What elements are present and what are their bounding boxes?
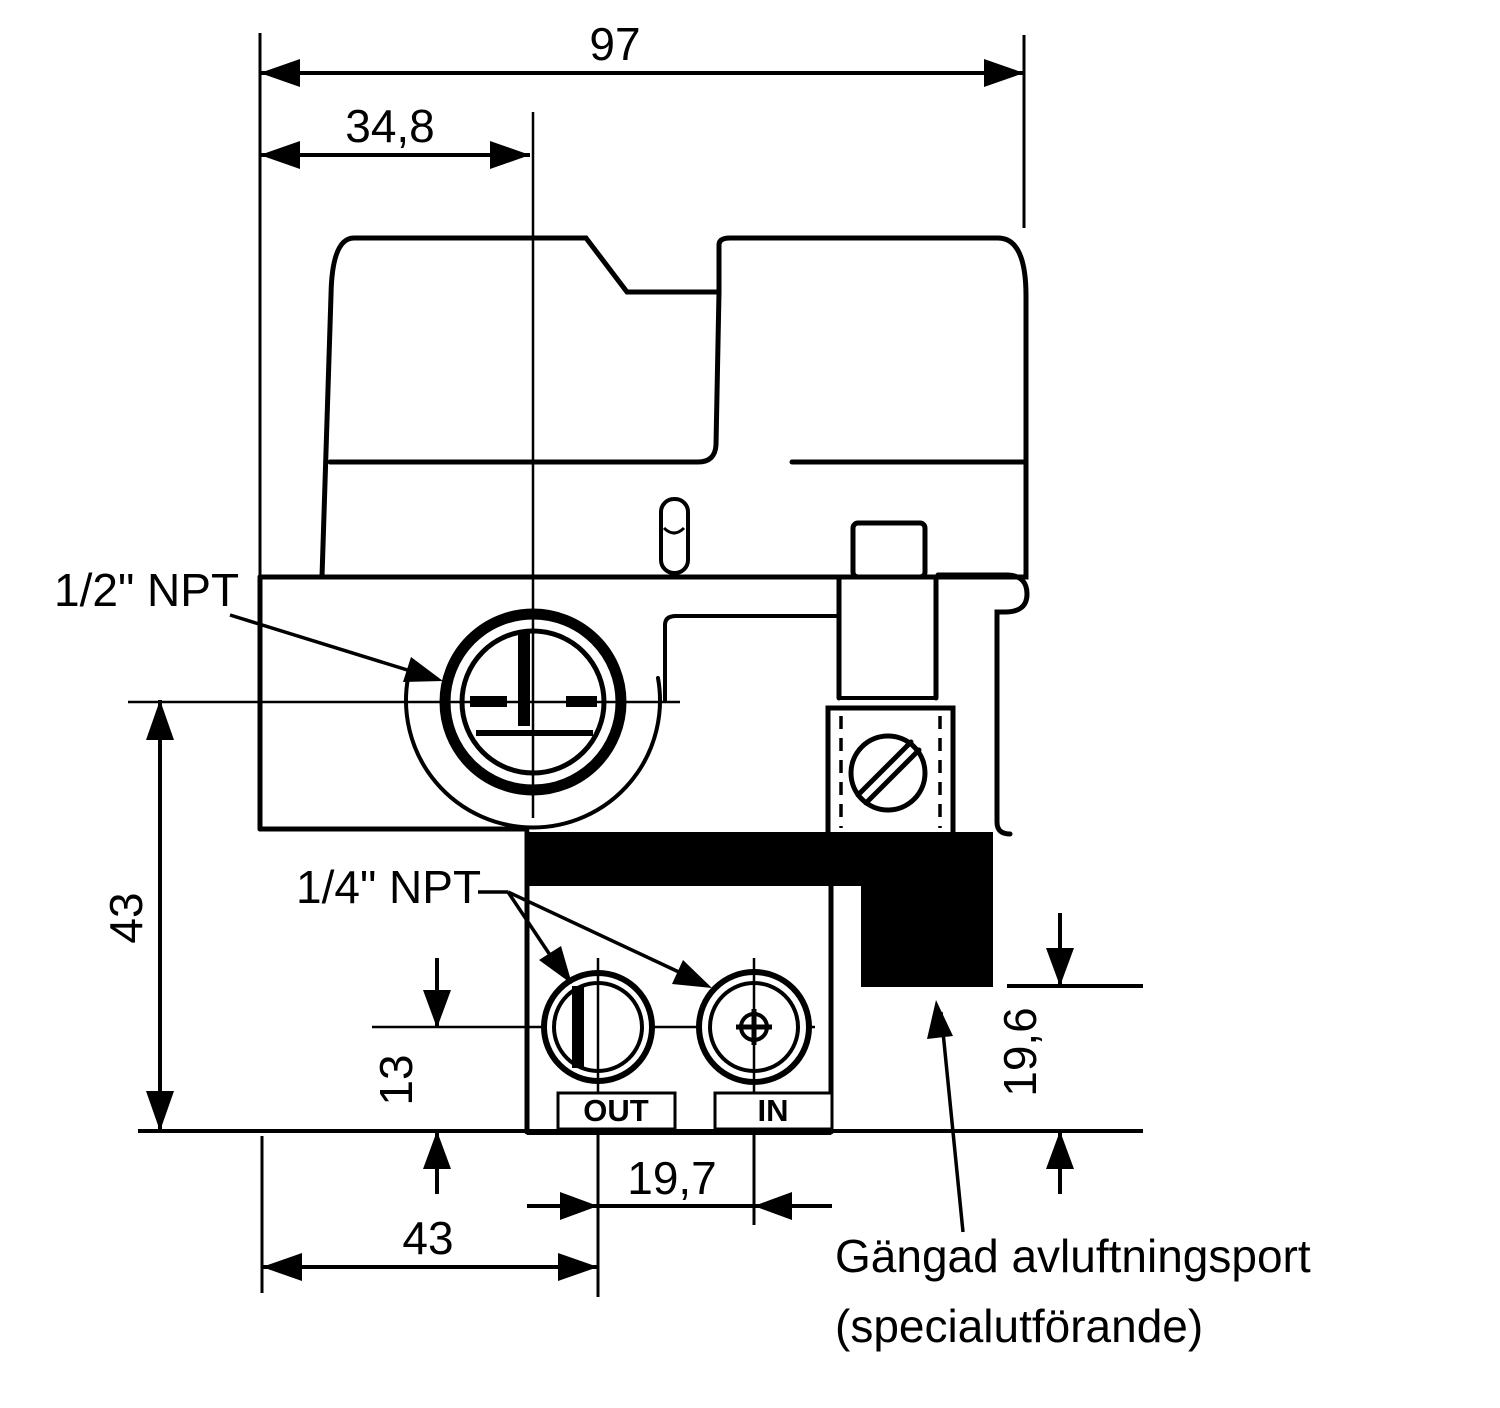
dim13-text: 13 bbox=[370, 1054, 422, 1105]
screw-slot-line1 bbox=[855, 739, 914, 798]
valve-body bbox=[257, 572, 1030, 837]
conduit-port-callout: 1/2" NPT bbox=[54, 564, 443, 682]
housing-outline bbox=[319, 235, 1029, 580]
dim-center-offset: 34,8 bbox=[260, 100, 530, 169]
boss-inner-ring bbox=[459, 628, 607, 776]
boss-center-dash-left bbox=[470, 696, 507, 707]
housing-seam-left bbox=[327, 289, 722, 465]
in-port bbox=[696, 958, 812, 1094]
dim196-text: 19,6 bbox=[994, 1007, 1046, 1097]
manifold-section bbox=[527, 832, 993, 987]
dim-out-port-offset: 43 bbox=[260, 1136, 598, 1293]
out-port-slot bbox=[572, 986, 584, 1068]
terminal-assembly bbox=[825, 520, 956, 838]
stem-cap bbox=[850, 520, 928, 580]
vent-leader-arrowhead bbox=[927, 1000, 953, 1039]
dim43L-text: 43 bbox=[100, 892, 152, 943]
out-tag-label: OUT bbox=[583, 1093, 649, 1128]
dim197-arrow-left bbox=[560, 1192, 598, 1220]
dim43B-text: 43 bbox=[402, 1212, 453, 1264]
dim97-arrow-right bbox=[984, 59, 1024, 87]
vent-note-line2: (specialutförande) bbox=[835, 1300, 1203, 1352]
dim196-arrow-top bbox=[1046, 948, 1074, 986]
dim43L-arrow-bottom bbox=[146, 1091, 174, 1131]
conduit-leader-line bbox=[229, 613, 431, 679]
pressure-ports-label: 1/4" NPT bbox=[296, 861, 481, 913]
conduit-leader-arrowhead bbox=[403, 657, 443, 682]
vent-block bbox=[861, 886, 993, 987]
pressure-leader-in-arrowhead bbox=[672, 960, 712, 988]
vent-leader-line bbox=[939, 1011, 965, 1233]
dim43B-arrow-left bbox=[262, 1253, 302, 1281]
pressure-leader-in bbox=[507, 890, 699, 983]
dim43B-arrow-right bbox=[558, 1253, 598, 1281]
manifold-band bbox=[527, 832, 993, 886]
terminal-screw bbox=[848, 733, 928, 813]
conduit-boss bbox=[404, 608, 662, 830]
conduit-port-label: 1/2" NPT bbox=[54, 564, 239, 616]
dim197-arrow-right bbox=[754, 1192, 792, 1220]
dim-body-height: 43 bbox=[100, 700, 174, 1131]
dim13-arrow-top bbox=[423, 990, 451, 1028]
screw-slot-line2 bbox=[863, 747, 922, 806]
in-tag-label: IN bbox=[758, 1093, 789, 1128]
dim348-text: 34,8 bbox=[345, 100, 435, 152]
body-right-edge bbox=[935, 572, 1030, 837]
dim-vent-port-height: 19,6 bbox=[994, 913, 1143, 1194]
housing-slot bbox=[659, 497, 690, 575]
dim197-text: 19,7 bbox=[627, 1152, 717, 1204]
dim43L-arrow-top bbox=[146, 700, 174, 740]
dim348-arrow-left bbox=[260, 141, 300, 169]
boss-bowl-arc bbox=[404, 676, 662, 830]
vent-note-line1: Gängad avluftningsport bbox=[835, 1230, 1311, 1282]
out-tag-box bbox=[556, 1091, 677, 1131]
dim-port-spacing: 19,7 bbox=[527, 1132, 832, 1297]
body-ledge bbox=[663, 614, 840, 703]
boss-center-dash-right bbox=[566, 696, 597, 707]
pressure-leader-out-arrowhead bbox=[539, 946, 572, 984]
vent-note: Gängad avluftningsport (specialutförande… bbox=[835, 1000, 1311, 1352]
dim348-arrow-right bbox=[490, 141, 530, 169]
dim13-arrow-bottom bbox=[423, 1131, 451, 1169]
in-tag-box bbox=[713, 1091, 834, 1131]
pressure-ports-callout: 1/4" NPT bbox=[296, 861, 712, 988]
out-port bbox=[541, 958, 655, 1094]
boss-plug-slot bbox=[518, 630, 530, 726]
housing-slot-arc bbox=[662, 526, 686, 535]
dim97-arrow-left bbox=[260, 59, 300, 87]
dim196-arrow-bottom bbox=[1046, 1131, 1074, 1169]
dim-port-center-height: 13 bbox=[370, 958, 451, 1194]
upper-housing bbox=[319, 235, 1029, 580]
dim97-text: 97 bbox=[589, 18, 640, 70]
dim-overall-width: 97 bbox=[260, 18, 1024, 87]
boss-outer-ring bbox=[439, 608, 627, 796]
